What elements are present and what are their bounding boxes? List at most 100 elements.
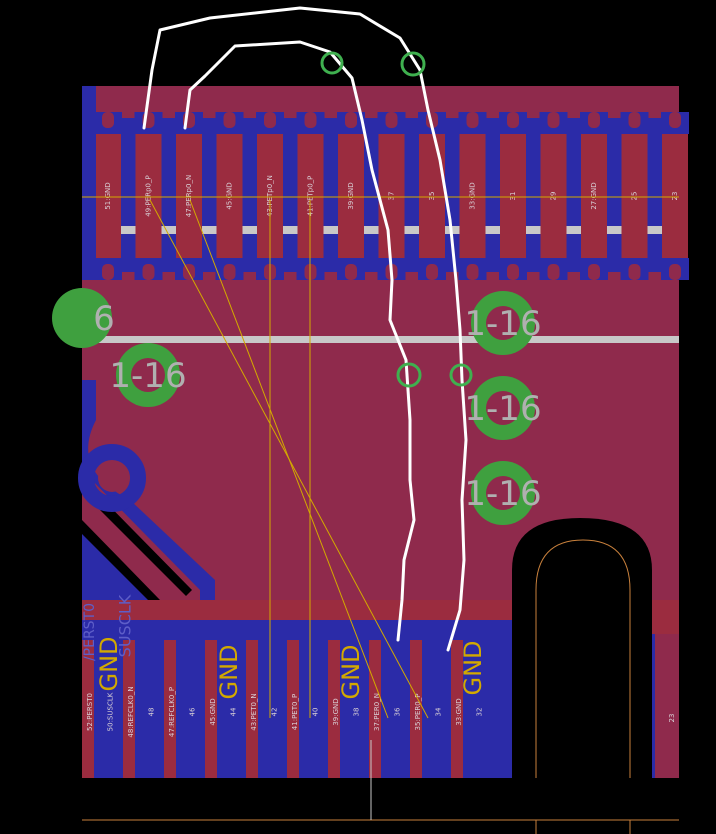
bottom-pin-pad[interactable] [410, 640, 422, 778]
bottom-pin-pad[interactable] [82, 640, 94, 778]
top-pin-thermal [426, 264, 438, 280]
bottom-pin-pad[interactable] [205, 640, 217, 778]
diagonal-black-gap-2 [82, 520, 160, 606]
marker-circle [449, 363, 473, 387]
route-annotation [142, 6, 468, 652]
bottom-pin-pad[interactable] [389, 640, 402, 778]
marker-circle [400, 51, 426, 77]
via-hole [131, 358, 165, 392]
top-pin-thermal [547, 112, 560, 128]
via-label: 1-16 [464, 474, 541, 514]
via[interactable] [52, 288, 112, 348]
bottom-connector-band [82, 600, 512, 620]
bottom-pin-pad[interactable] [184, 640, 197, 778]
bottom-pin-label: 33:GND [455, 698, 463, 725]
top-pin-thermal [345, 112, 357, 128]
top-pin-thermal [223, 264, 236, 280]
bottom-pin-pad[interactable] [451, 640, 463, 778]
marker-circle [396, 362, 422, 388]
top-pin-thermal [588, 112, 600, 128]
bottom-pin-pad[interactable] [369, 640, 381, 778]
bottom-pin-pad[interactable] [471, 640, 484, 778]
bottom-pin-label: 48 [148, 708, 156, 717]
via-group: 61-161-161-161-16 [52, 288, 542, 525]
top-pin-thermal [588, 264, 600, 280]
bottom-pin-label: 39:GND [332, 698, 340, 725]
bottom-black-strip [82, 778, 679, 820]
bottom-pin-label: 45:GND [209, 698, 217, 725]
bottom-connector-band-right [650, 600, 679, 634]
bottom-pin-label: 52:PERST0 [86, 693, 94, 731]
top-pin-thermal [102, 112, 114, 128]
cutout-edge-line [535, 539, 631, 834]
bottom-pin-label: 40 [312, 708, 320, 717]
top-pin-thermal [669, 264, 681, 280]
top-pin-thermal [142, 264, 155, 280]
bottom-pin-label: 47:REFCLK0_P [168, 687, 176, 737]
bottom-pin-pad[interactable] [430, 640, 443, 778]
bottom-pin-pad[interactable] [328, 640, 340, 778]
bottom-pin-pad[interactable] [164, 640, 176, 778]
bottom-pin-pad[interactable] [143, 640, 156, 778]
top-pin-label: 43:PETp0_N [266, 175, 274, 217]
top-pin-label: 27:GND [590, 182, 598, 209]
top-pin-thermal [102, 264, 114, 280]
top-pin-label: 31 [509, 192, 517, 201]
bottom-connector-labels: 52:PERST0 50:SUSCLK 48:REFCLK0_N 48 47:REFCL… [86, 686, 676, 737]
marker-circle [320, 51, 344, 75]
top-pin-label: 51:GND [104, 182, 112, 209]
net-label: GND [215, 644, 243, 699]
top-pin-thermal [628, 112, 641, 128]
bottom-pin-label: 46 [189, 707, 197, 716]
bottom-pin-label: 34 [435, 707, 443, 716]
top-pin-label: 23 [671, 192, 679, 201]
top-left-edge [82, 86, 96, 280]
top-pin-thermal [507, 264, 519, 280]
board-cutout-slot[interactable] [512, 518, 652, 778]
bottom-pin-pad[interactable] [287, 640, 299, 778]
top-pin-thermal [547, 264, 560, 280]
top-pin-label: 29 [550, 192, 558, 201]
bottom-pin-pad[interactable] [348, 640, 361, 778]
top-pin-label: 37 [388, 192, 396, 201]
bottom-pin-label: 38 [353, 708, 361, 717]
markers [320, 51, 473, 388]
top-pin-thermal [304, 112, 317, 128]
via-hole [486, 476, 520, 510]
net-label: GND [337, 644, 365, 699]
bottom-pin-label: 36 [394, 707, 402, 716]
mounting-ring [78, 444, 146, 512]
bottom-pin-label: 32 [476, 708, 484, 717]
bottom-pin-label: 35:PER0_P [414, 694, 422, 731]
bottom-pin-label: 48:REFCLK0_N [127, 686, 135, 737]
net-label: GND [95, 636, 123, 691]
via-label: 1-16 [109, 356, 186, 396]
right-pin-label: 23 [668, 714, 676, 723]
route-annotation-inner [183, 40, 416, 642]
bottom-pin-label: 50:SUSCLK [107, 692, 115, 731]
top-pin-thermal [507, 112, 519, 128]
top-pin-thermal [223, 112, 236, 128]
top-pin-label: 35 [428, 192, 436, 201]
bottom-pin-pad[interactable] [102, 640, 115, 778]
mounting-ring-inner [98, 464, 126, 492]
via-label: 1-16 [464, 304, 541, 344]
bottom-pin-pad[interactable] [123, 640, 135, 778]
top-pin-thermal [345, 264, 357, 280]
bottom-pin-label: 37:PER0_N [373, 693, 381, 731]
via-label: 6 [93, 299, 115, 339]
bottom-pin-pad[interactable] [246, 640, 258, 778]
bottom-pin-label: 41:PET0_P [291, 694, 299, 730]
net-label: SUSCLK [116, 594, 135, 657]
route-annotation-outer [142, 6, 468, 652]
top-pin-label: 49:PERp0_P [145, 175, 153, 216]
top-connector [82, 86, 689, 280]
top-pin-label: 47:PERp0_N [185, 175, 193, 217]
top-pin-label: 39:GND [347, 182, 355, 209]
top-pin-thermal [466, 264, 479, 280]
bottom-connector [82, 640, 484, 778]
bottom-pin-pad[interactable] [225, 640, 238, 778]
